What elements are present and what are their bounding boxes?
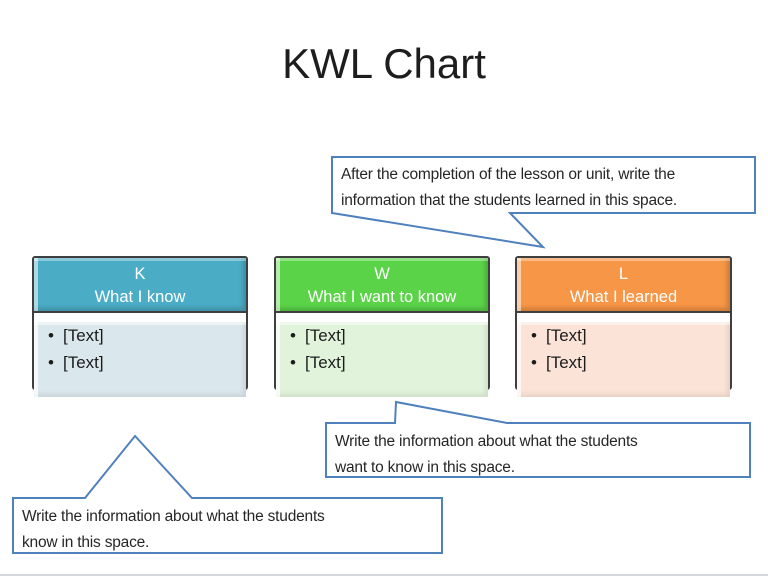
list-item: • [Text]: [290, 322, 488, 349]
list-item-text: [Text]: [546, 353, 587, 372]
kwl-column-want-letter: W: [374, 265, 390, 283]
kwl-column-learned: L What I learned • [Text] • [Text]: [515, 256, 732, 397]
kwl-column-learned-letter: L: [618, 265, 629, 283]
bullet-icon: •: [531, 353, 537, 372]
kwl-column-know: K What I know • [Text] • [Text]: [32, 256, 248, 397]
callout-know-line-1: Write the information about what the stu…: [22, 508, 325, 525]
list-item: • [Text]: [48, 349, 246, 376]
list-item-text: [Text]: [546, 326, 587, 345]
kwl-column-learned-header: L What I learned: [517, 258, 730, 313]
kwl-column-want: W What I want to know • [Text] • [Text]: [274, 256, 490, 397]
bullet-icon: •: [48, 353, 54, 372]
kwl-column-know-letter: K: [134, 265, 146, 283]
callout-know: Write the information about what the stu…: [22, 504, 437, 556]
list-item-text: [Text]: [305, 353, 346, 372]
kwl-column-want-body: • [Text] • [Text]: [276, 322, 488, 397]
callout-learned-line-1: After the completion of the lesson or un…: [341, 166, 676, 183]
kwl-column-want-title: What I want to know: [307, 288, 457, 306]
list-item-text: [Text]: [63, 353, 104, 372]
list-item: • [Text]: [531, 322, 730, 349]
kwl-column-know-title: What I know: [94, 288, 186, 306]
bullet-icon: •: [290, 353, 296, 372]
slide-bottom-rule: [0, 574, 768, 576]
kwl-column-learned-title: What I learned: [569, 288, 678, 306]
bullet-icon: •: [531, 326, 537, 345]
list-item: • [Text]: [290, 349, 488, 376]
callout-learned-line-2: information that the students learned in…: [341, 192, 677, 209]
list-item: • [Text]: [531, 349, 730, 376]
bullet-icon: •: [48, 326, 54, 345]
callout-learned: After the completion of the lesson or un…: [341, 162, 751, 214]
callout-want: Write the information about what the stu…: [335, 429, 745, 481]
page-title: KWL Chart: [282, 40, 486, 87]
list-item-text: [Text]: [305, 326, 346, 345]
list-item: • [Text]: [48, 322, 246, 349]
list-item-text: [Text]: [63, 326, 104, 345]
kwl-column-know-header: K What I know: [34, 258, 246, 313]
callout-want-line-1: Write the information about what the stu…: [335, 433, 638, 450]
kwl-column-know-body: • [Text] • [Text]: [34, 322, 246, 397]
kwl-column-want-header: W What I want to know: [276, 258, 488, 313]
bullet-icon: •: [290, 326, 296, 345]
callout-know-line-2: know in this space.: [22, 534, 150, 551]
callout-want-line-2: want to know in this space.: [335, 459, 515, 476]
kwl-column-learned-body: • [Text] • [Text]: [517, 322, 730, 397]
